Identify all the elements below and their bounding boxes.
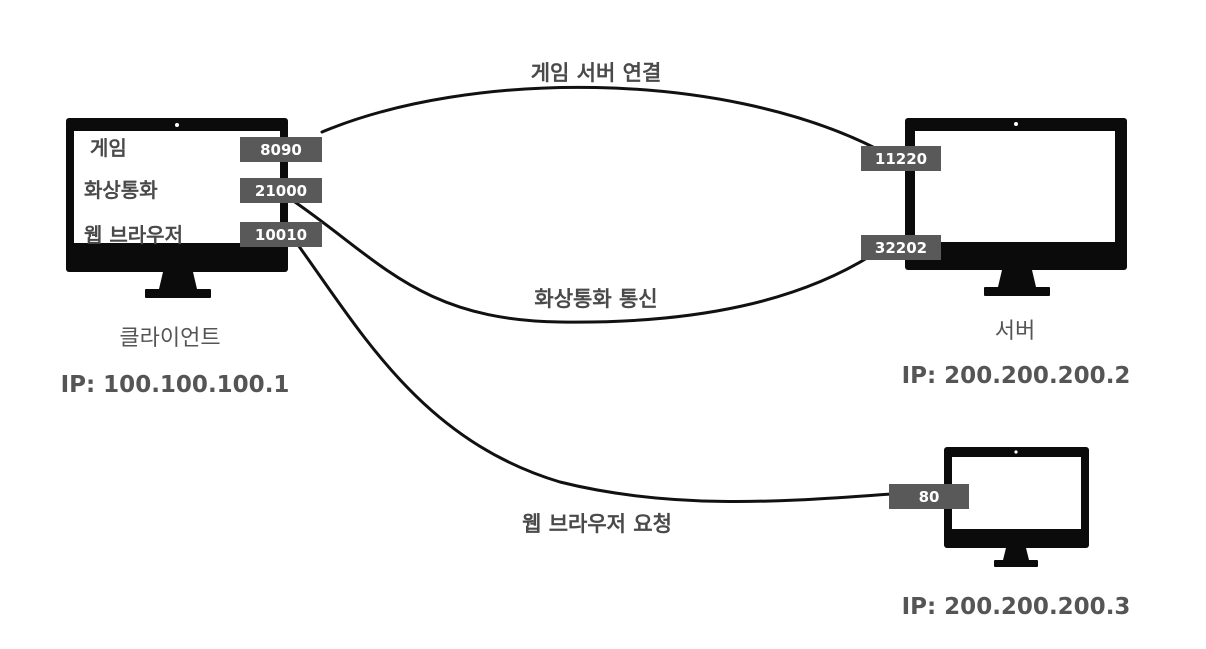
- web-request-connection-line: [291, 236, 894, 503]
- server-port-box-game: [861, 146, 941, 171]
- connection-label-video-call: 화상통화 통신: [534, 287, 657, 311]
- game-connection-line: [320, 85, 877, 150]
- web-server-port: 80: [919, 488, 940, 506]
- web-server-monitor: [944, 447, 1089, 567]
- client-port-box-game: [240, 137, 322, 162]
- app-label-video-call: 화상통화: [84, 178, 158, 202]
- server-monitor: [905, 118, 1127, 296]
- video-call-connection-line: [290, 198, 874, 324]
- web-server-port-box: [889, 484, 969, 509]
- client-ip: IP: 100.100.100.1: [61, 372, 290, 398]
- client-port-box-video-call: [240, 178, 322, 203]
- server-port-video-call: 32202: [875, 239, 927, 257]
- client-name: 클라이언트: [119, 326, 220, 351]
- server-ip: IP: 200.200.200.2: [902, 363, 1131, 389]
- server-name: 서버: [995, 319, 1035, 344]
- client-port-web-browser: 10010: [255, 226, 307, 244]
- server-port-box-video-call: [861, 235, 941, 260]
- connection-label-game: 게임 서버 연결: [531, 61, 662, 85]
- client-port-video-call: 21000: [255, 182, 307, 200]
- server-port-game: 11220: [875, 150, 927, 168]
- client-port-game: 8090: [260, 141, 302, 159]
- app-label-game: 게임: [90, 136, 127, 160]
- web-server-ip: IP: 200.200.200.3: [902, 594, 1131, 620]
- connection-label-web-request: 웹 브라우저 요청: [522, 512, 672, 536]
- client-port-box-web-browser: [240, 222, 322, 247]
- app-label-web-browser: 웹 브라우저: [84, 223, 183, 247]
